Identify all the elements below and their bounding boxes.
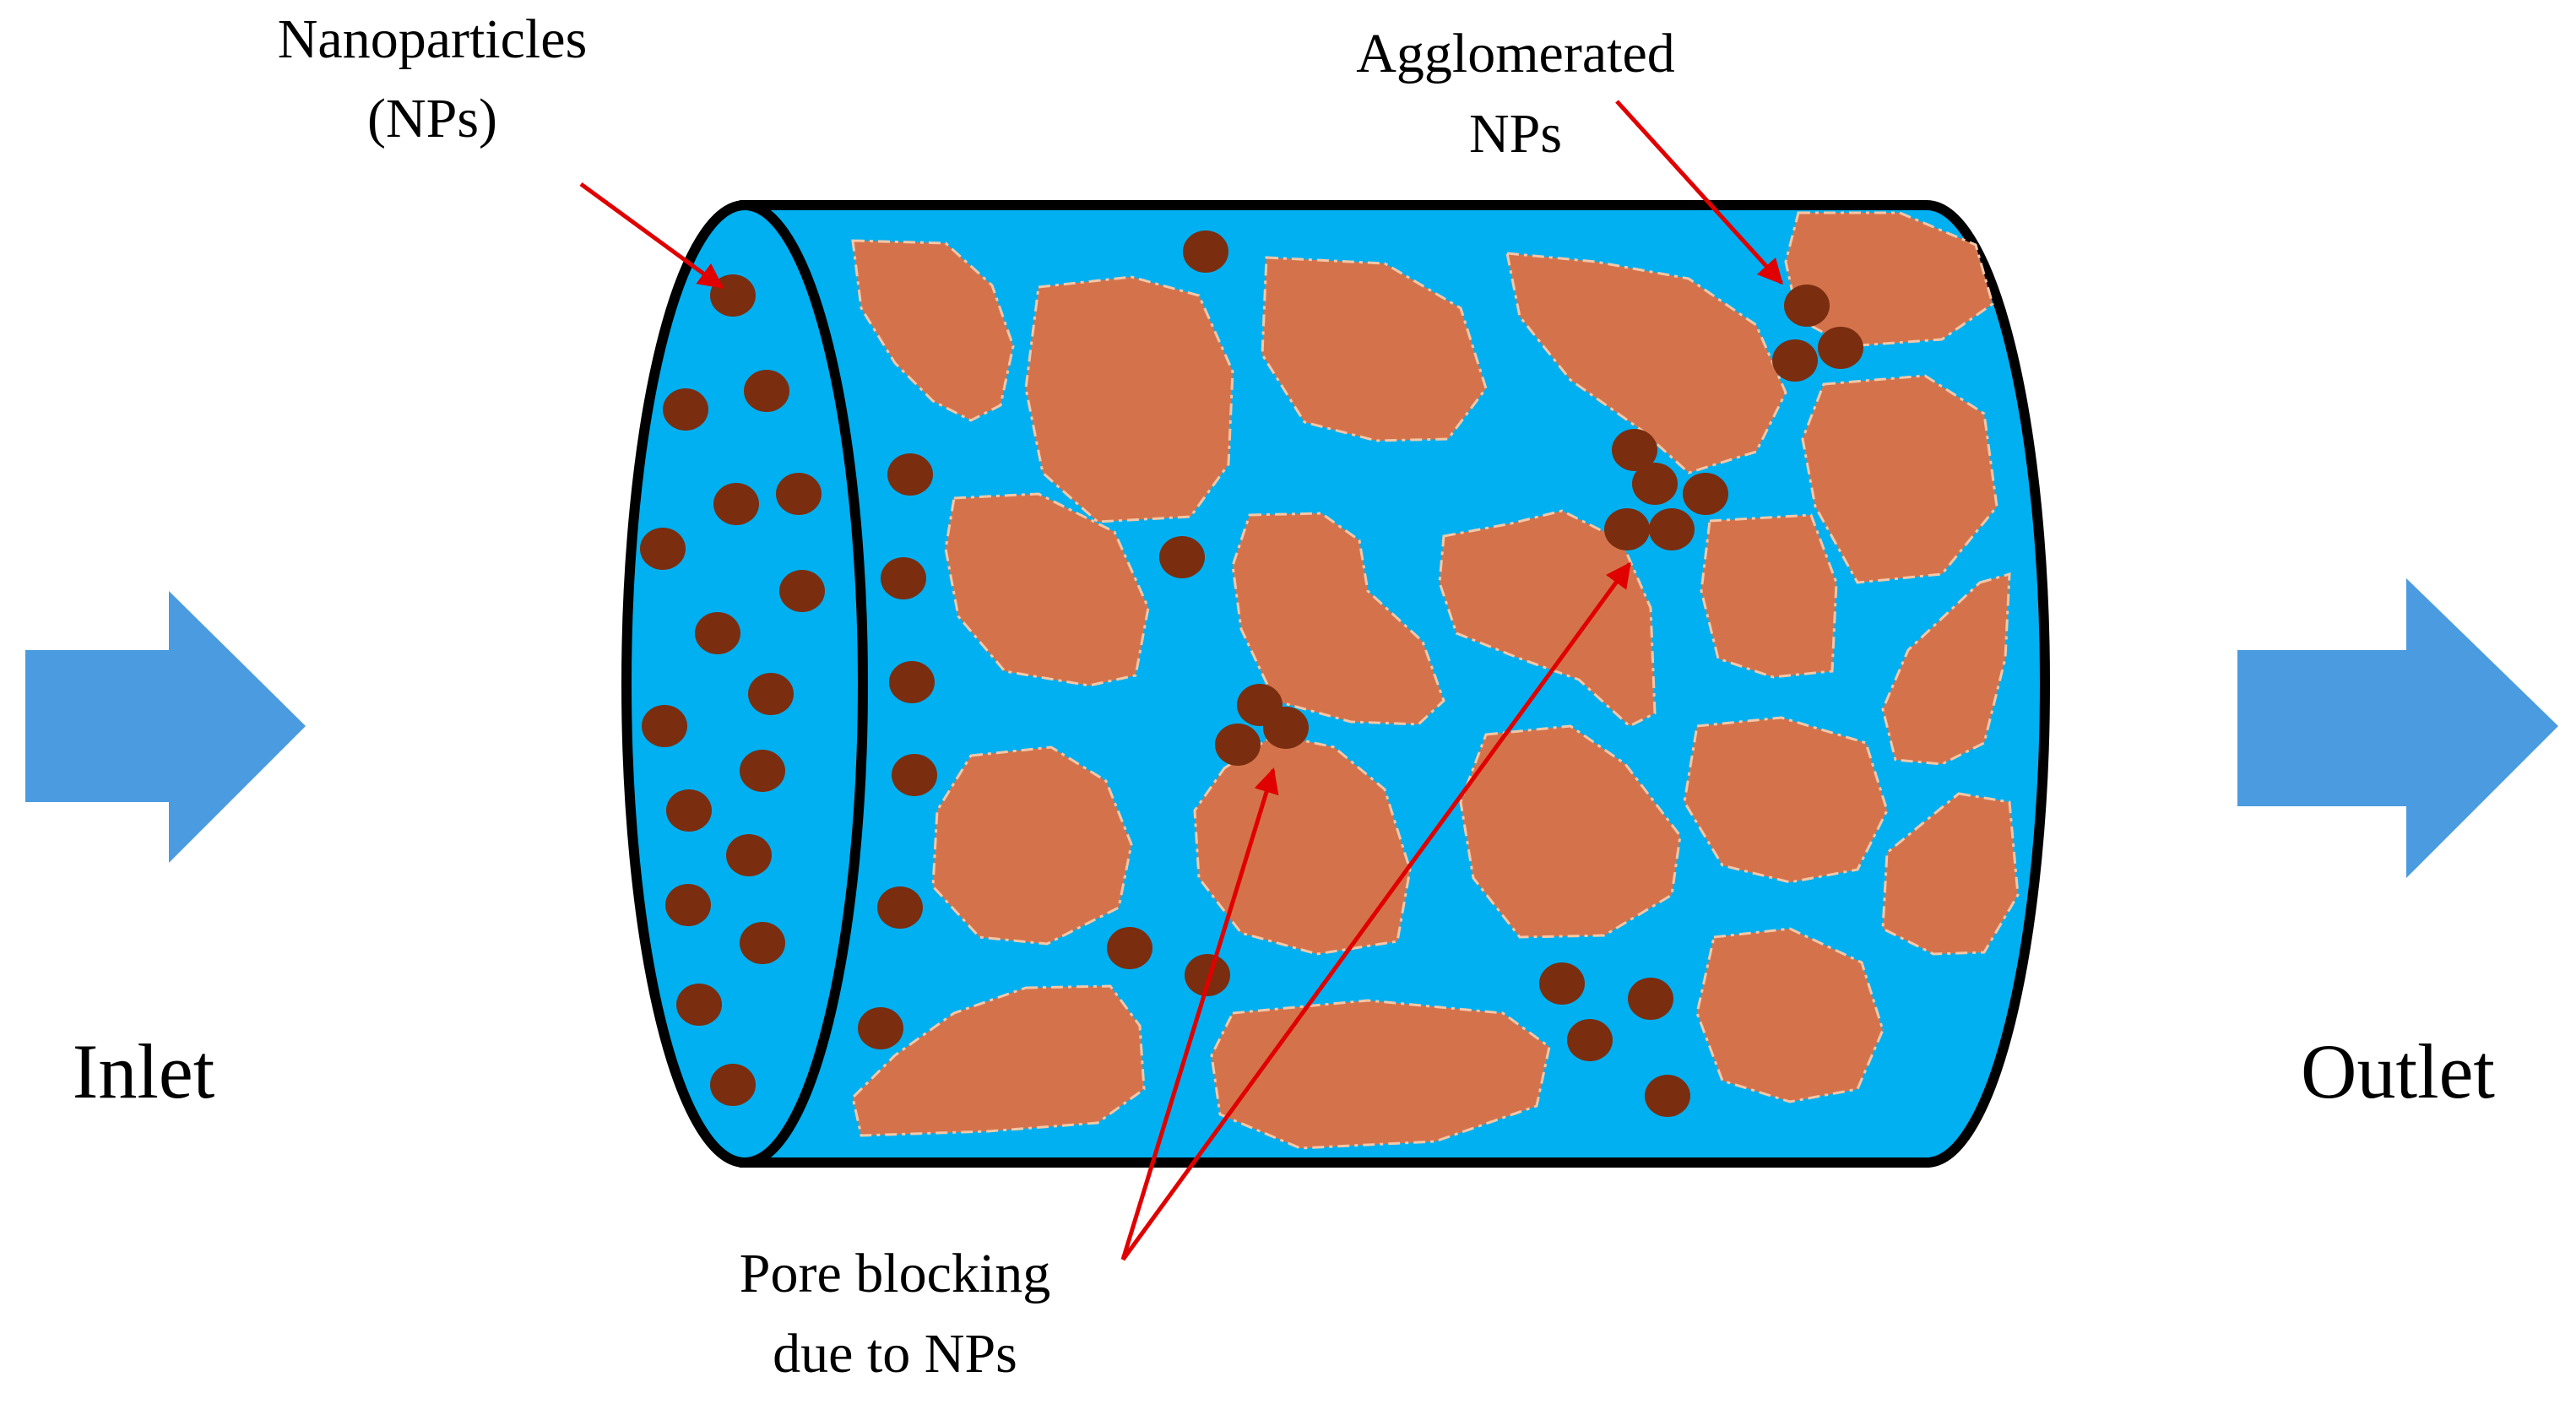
rock-grain bbox=[1261, 256, 1488, 442]
agglomerated-pointer-arrow bbox=[1615, 100, 1784, 285]
nanoparticles bbox=[640, 230, 1863, 1117]
rock-grain bbox=[1438, 509, 1657, 728]
nanoparticle bbox=[1107, 927, 1152, 969]
nanoparticle bbox=[726, 834, 772, 876]
nanoparticle bbox=[663, 388, 708, 431]
rock-grain bbox=[1505, 252, 1787, 474]
rock-grain bbox=[1210, 999, 1551, 1150]
nanoparticle bbox=[695, 612, 740, 654]
pointer-arrows bbox=[579, 100, 1784, 1261]
nanoparticle bbox=[1604, 508, 1650, 550]
nanoparticle bbox=[1215, 724, 1261, 766]
nanoparticle bbox=[642, 705, 687, 747]
nanoparticle bbox=[776, 473, 822, 515]
rock-grain bbox=[851, 239, 1015, 422]
nanoparticle bbox=[1632, 463, 1678, 505]
nanoparticle bbox=[1183, 230, 1228, 273]
nanoparticle bbox=[740, 922, 785, 964]
pore-blocking-pointer-arrow-1 bbox=[1120, 767, 1279, 1260]
rock-grain bbox=[1881, 572, 2011, 766]
nanoparticle bbox=[744, 370, 789, 412]
nanoparticle bbox=[877, 886, 923, 929]
nanoparticle bbox=[1645, 1075, 1690, 1117]
rock-grain bbox=[1695, 927, 1885, 1103]
nanoparticle bbox=[1772, 339, 1818, 382]
outlet-arrow-icon bbox=[2237, 578, 2558, 878]
nanoparticles-label-line1: Nanoparticles bbox=[278, 8, 588, 70]
inlet-label: Inlet bbox=[73, 1028, 215, 1114]
nanoparticle bbox=[665, 884, 711, 926]
rock-grain bbox=[1231, 512, 1445, 726]
nanoparticles-pointer-arrow bbox=[579, 182, 724, 290]
cylinder-inlet-face bbox=[621, 200, 868, 1168]
rock-grain bbox=[1700, 513, 1838, 679]
rock-grain bbox=[1193, 733, 1412, 956]
nanoparticle bbox=[1185, 954, 1230, 996]
pore-blocking-pointer-arrow-2 bbox=[1120, 561, 1632, 1261]
nanoparticle bbox=[889, 661, 935, 703]
nanoparticle bbox=[779, 570, 825, 612]
inlet-arrow-icon bbox=[25, 591, 306, 863]
nanoparticle bbox=[858, 1007, 903, 1049]
nanoparticle bbox=[748, 673, 794, 715]
rock-grain bbox=[1784, 211, 1994, 348]
rock-grain bbox=[944, 492, 1150, 687]
rock-grain bbox=[1801, 374, 1998, 584]
rock-grain bbox=[931, 745, 1133, 946]
rock-grain bbox=[1024, 275, 1234, 523]
outlet-label: Outlet bbox=[2301, 1028, 2495, 1114]
rock-grain bbox=[1459, 724, 1682, 939]
rock-grain bbox=[1683, 716, 1889, 884]
nanoparticle bbox=[1628, 978, 1673, 1020]
agglomerated-label-line1: Agglomerated bbox=[1356, 23, 1675, 84]
nanoparticle bbox=[881, 557, 926, 599]
nanoparticle bbox=[666, 789, 712, 832]
nanoparticle bbox=[1818, 327, 1863, 369]
nanoparticle bbox=[887, 453, 933, 496]
nanoparticle bbox=[1649, 508, 1695, 550]
nanoparticle bbox=[1612, 429, 1657, 471]
nanoparticle bbox=[640, 528, 686, 570]
rock-grain bbox=[851, 984, 1146, 1137]
nanoparticle bbox=[1539, 962, 1585, 1005]
nanoparticle bbox=[710, 1064, 756, 1106]
pore-blocking-label-line1: Pore blocking bbox=[740, 1243, 1050, 1304]
nanoparticle bbox=[892, 754, 937, 796]
nanoparticle bbox=[740, 750, 785, 792]
nanoparticle bbox=[1784, 285, 1830, 327]
nanoparticle bbox=[1567, 1019, 1613, 1061]
pore-blocking-label-line2: due to NPs bbox=[773, 1323, 1017, 1385]
rock-grains bbox=[851, 211, 2020, 1150]
rock-grain bbox=[1881, 792, 2020, 956]
nanoparticles-label-line2: (NPs) bbox=[367, 88, 497, 149]
nanoparticle bbox=[1263, 707, 1309, 749]
nanoparticle bbox=[710, 274, 756, 317]
agglomerated-label-line2: NPs bbox=[1469, 103, 1562, 165]
nanoparticle bbox=[713, 483, 759, 525]
nanoparticle bbox=[1683, 473, 1728, 515]
nanoparticle bbox=[676, 984, 722, 1026]
nanoparticle bbox=[1159, 536, 1205, 578]
